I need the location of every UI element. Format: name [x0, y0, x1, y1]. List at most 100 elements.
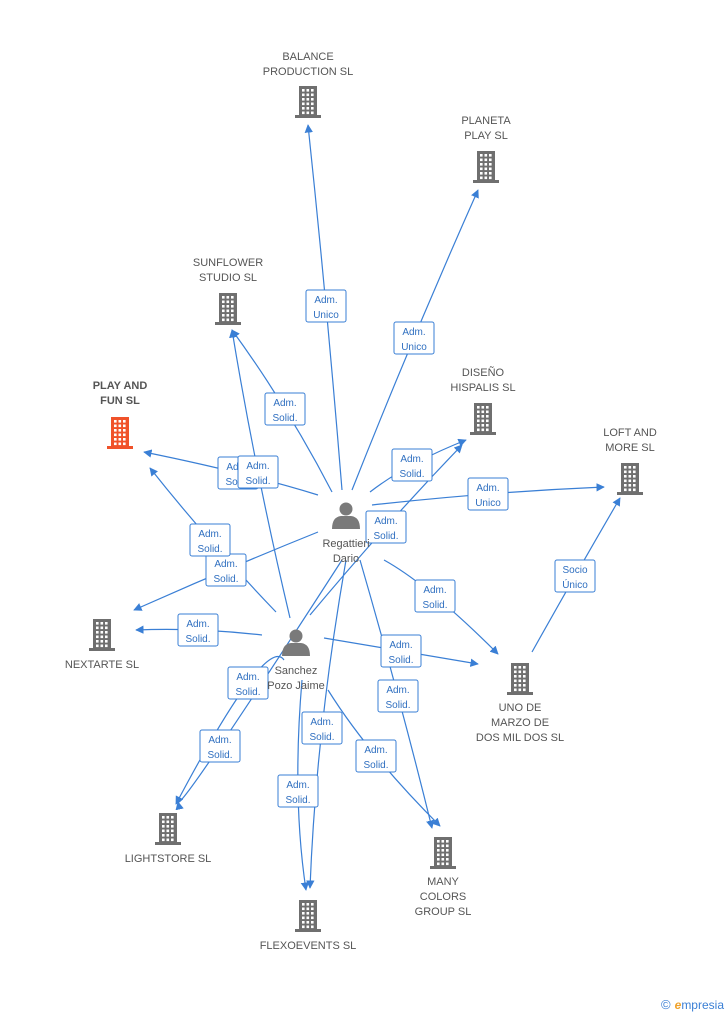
- company-label: STUDIO SL: [199, 272, 257, 284]
- edge-label-box: [391, 448, 433, 482]
- company-label: DISEÑO: [462, 366, 505, 379]
- edge-label-text: Adm.: [186, 619, 209, 630]
- edge-label-text: Adm.: [236, 672, 259, 683]
- edge-label-box: [377, 679, 419, 713]
- building-icon: [430, 837, 456, 869]
- edge-label[interactable]: Adm.Solid.: [377, 679, 419, 713]
- building-icon: [107, 417, 133, 449]
- building-icon: [215, 293, 241, 325]
- person-label: Regattieri: [322, 538, 369, 550]
- edge-label-text: Adm.: [386, 685, 409, 696]
- edge-label-box: [393, 321, 435, 355]
- edge-label-text: Solid.: [272, 413, 297, 424]
- person-label: Sanchez: [275, 665, 318, 677]
- company-node-lightstore[interactable]: LIGHTSTORE SL: [125, 813, 212, 865]
- edge-label-text: Adm.: [198, 529, 221, 540]
- company-label: SUNFLOWER: [193, 257, 263, 269]
- company-label: MORE SL: [605, 442, 655, 454]
- edge-label-text: Adm.: [214, 559, 237, 570]
- edge-label-text: Unico: [475, 498, 501, 509]
- company-label: PLAY SL: [464, 130, 508, 142]
- edge-label-text: Adm.: [402, 327, 425, 338]
- edge-label-box: [380, 634, 422, 668]
- company-node-nextarte[interactable]: NEXTARTE SL: [65, 619, 139, 671]
- company-label: DOS MIL DOS SL: [476, 732, 564, 744]
- edge-label-text: Solid.: [399, 469, 424, 480]
- edge-label-text: Único: [562, 578, 588, 591]
- edge-label-text: Adm.: [389, 640, 412, 651]
- edge-label[interactable]: Adm.Solid.: [199, 729, 241, 763]
- edge-label-text: Solid.: [185, 634, 210, 645]
- edge-label-text: Solid.: [285, 795, 310, 806]
- edge-label-text: Adm.: [314, 295, 337, 306]
- edge-label-text: Solid.: [235, 687, 260, 698]
- edge-label[interactable]: Adm. Solid.: [301, 711, 343, 745]
- company-label: FLEXOEVENTS SL: [260, 940, 357, 952]
- edge-label-text: Solid.: [207, 750, 232, 761]
- building-icon: [473, 151, 499, 183]
- edge-label[interactable]: Adm. Unico: [305, 289, 347, 323]
- edge-label[interactable]: Adm.Solid.: [264, 392, 306, 426]
- edge-label-box: [177, 613, 219, 647]
- edge-label-box: [199, 729, 241, 763]
- edge-label[interactable]: Adm.Solid.: [365, 510, 407, 544]
- edge-label[interactable]: Adm.Solid.: [380, 634, 422, 668]
- brand-initial: e: [674, 998, 682, 1012]
- person-label: Dario: [333, 553, 359, 565]
- edge-label[interactable]: Adm.Solid.: [414, 579, 456, 613]
- edge-label[interactable]: Adm.Unico: [393, 321, 435, 355]
- company-label: COLORS: [420, 891, 466, 903]
- company-label: GROUP SL: [415, 906, 472, 918]
- edge-label-text: Adm.: [374, 516, 397, 527]
- edge-label[interactable]: Adm.Solid.: [391, 448, 433, 482]
- company-label: FUN SL: [100, 395, 140, 407]
- company-node-unode[interactable]: UNO DE MARZO DE DOS MIL DOS SL: [476, 663, 564, 744]
- company-label: NEXTARTE SL: [65, 659, 139, 671]
- building-icon: [155, 813, 181, 845]
- edge-label-box: [554, 559, 596, 593]
- company-node-loft[interactable]: LOFT AND MORE SL: [603, 427, 657, 495]
- edge-label-text: Adm.: [476, 483, 499, 494]
- company-label: BALANCE: [282, 51, 333, 63]
- company-node-balance[interactable]: BALANCE PRODUCTION SL: [263, 51, 353, 118]
- edge-label[interactable]: Adm.Solid.: [237, 455, 279, 489]
- edge-label[interactable]: Adm.Solid.: [355, 739, 397, 773]
- edge-label-box: [305, 289, 347, 323]
- edge-label[interactable]: Adm. Solid.: [177, 613, 219, 647]
- person-label: Pozo Jaime: [267, 680, 324, 692]
- edge-label-text: Adm.: [246, 461, 269, 472]
- edge-label-text: Adm.: [423, 585, 446, 596]
- edge-label-text: Adm.: [310, 717, 333, 728]
- company-label: PRODUCTION SL: [263, 66, 353, 78]
- edge-label[interactable]: Adm.Solid.: [277, 774, 319, 808]
- building-icon: [617, 463, 643, 495]
- company-node-sunflower[interactable]: SUNFLOWER STUDIO SL: [193, 257, 263, 325]
- edge-label[interactable]: Adm.Solid.: [205, 553, 247, 587]
- company-label: UNO DE: [499, 702, 542, 714]
- edge-label-text: Solid.: [309, 732, 334, 743]
- edge-label-box: [355, 739, 397, 773]
- edge-labels-layer: Adm.UnicoAdm.UnicoAdm.Solid.Adm.Solid.Ad…: [177, 289, 596, 808]
- company-label: MARZO DE: [491, 717, 549, 729]
- edge-label-text: Adm.: [364, 745, 387, 756]
- building-icon: [470, 403, 496, 435]
- edge-label-text: Socio: [562, 565, 587, 576]
- edge-label-text: Unico: [313, 310, 339, 321]
- person-icon: [332, 502, 360, 529]
- edge-label[interactable]: Adm. Unico: [467, 477, 509, 511]
- edges-layer: [133, 124, 621, 891]
- edge-label[interactable]: Adm.Solid.: [189, 523, 231, 557]
- company-node-flexo[interactable]: FLEXOEVENTS SL: [260, 900, 357, 952]
- edge-label[interactable]: Adm. Solid.: [227, 666, 269, 700]
- company-label: LOFT AND: [603, 427, 657, 439]
- edge-label-box: [365, 510, 407, 544]
- person-icon: [282, 629, 310, 656]
